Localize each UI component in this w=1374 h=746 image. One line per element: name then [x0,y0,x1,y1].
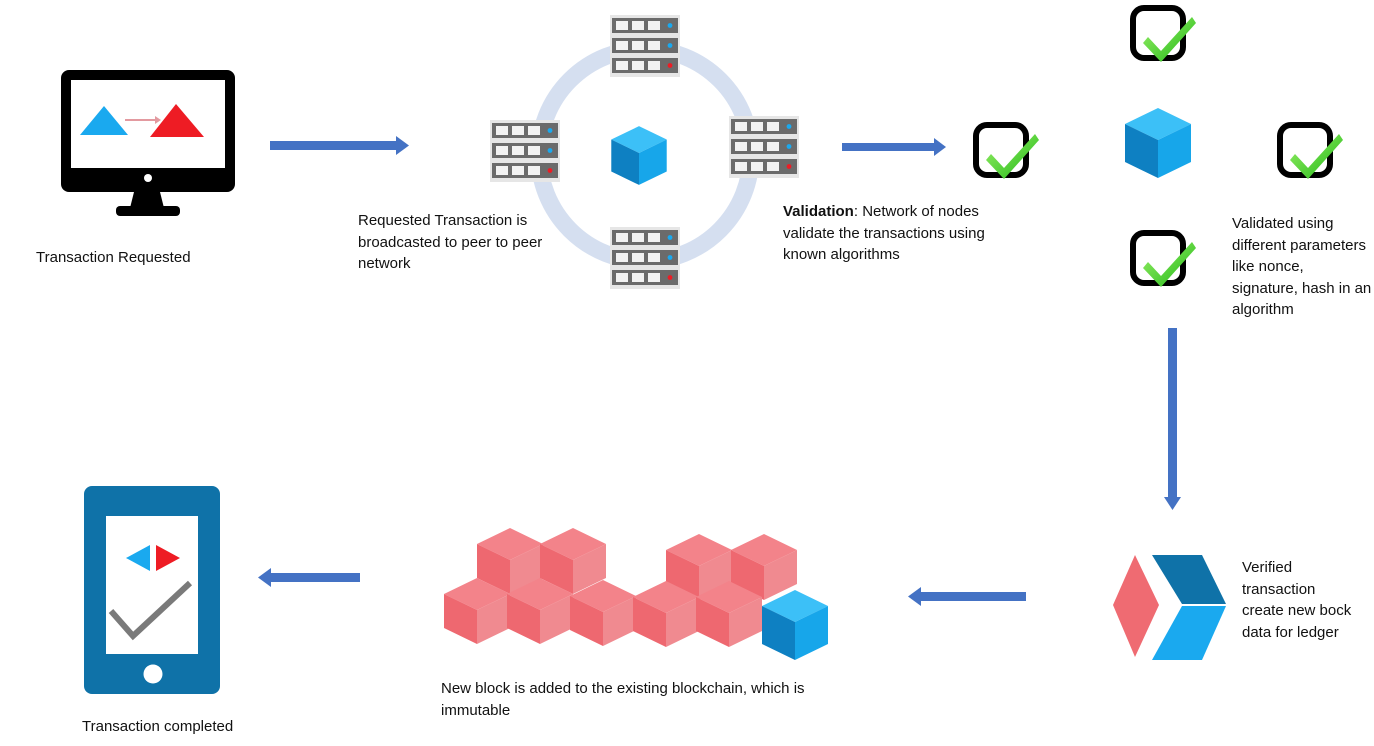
label-validation-params: Validated using different parameters lik… [1232,215,1372,318]
arrow-icon [908,587,1026,606]
label-validation-title: Validation [783,203,854,220]
arrow-icon [1164,328,1181,510]
label-block-added: New block is added to the existing block… [441,680,805,719]
checkbox-check-icon [976,125,1039,179]
label-transaction-requested: Transaction Requested [36,249,191,266]
arrow-icon [270,136,409,155]
label-transaction-completed: Transaction completed [82,718,234,735]
cube-icon [1125,108,1191,178]
checkbox-check-icon [1133,233,1196,287]
label-validation: Validation: Network of nodes validate th… [783,201,1023,266]
label-verified-transaction: Verified transaction create new bock dat… [1242,559,1352,641]
desktop-monitor-icon [61,70,235,216]
cube-icon [611,126,667,185]
server-icon [610,15,680,77]
mobile-phone-icon [84,486,220,694]
label-validation-text: : Network of nodes validate the transact… [783,203,985,263]
checkbox-check-icon [1280,125,1343,179]
checkbox-check-icon [1133,8,1196,62]
block-logo-icon [1113,555,1226,660]
server-icon [490,120,560,182]
arrow-icon [842,138,946,156]
arrow-icon [258,568,360,587]
blockchain-cubes-icon [444,528,828,660]
server-icon [729,116,799,178]
server-icon [610,227,680,289]
label-broadcast: Requested Transaction is broadcasted to … [358,212,543,272]
